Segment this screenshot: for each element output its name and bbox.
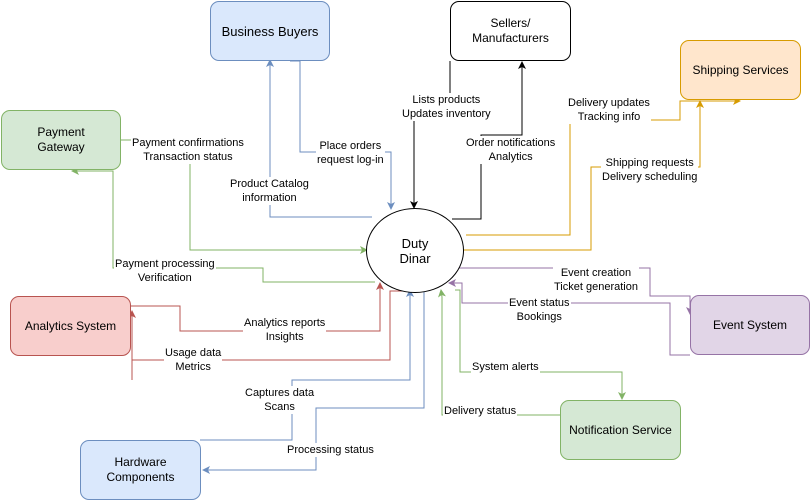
label-payment-confirmations: Payment confirmations Transaction status (131, 136, 245, 164)
edge-lists-products (410, 61, 451, 209)
edge-captures-data (200, 289, 414, 441)
label-lists-products: Lists products Updates inventory (401, 93, 492, 121)
label-analytics-reports: Analytics reports Insights (243, 316, 327, 344)
hardware-components-node[interactable]: Hardware Components (80, 440, 201, 500)
label-event-creation: Event creation Ticket generation (553, 266, 639, 294)
edge-processing-status (202, 291, 425, 474)
label-system-alerts: System alerts (471, 360, 540, 374)
label-delivery-updates: Delivery updates Tracking info (567, 96, 651, 124)
edge-analytics-reports (131, 282, 384, 332)
event-system-node[interactable]: Event System (690, 295, 810, 355)
edge-place-orders (290, 60, 395, 210)
label-order-notifications: Order notifications Analytics (465, 136, 557, 164)
edge-order-notifications (452, 61, 526, 220)
business-buyers-node[interactable]: Business Buyers (210, 1, 330, 61)
label-product-catalog: Product Catalog information (229, 177, 310, 205)
label-payment-processing: Payment processing Verification (114, 257, 216, 285)
label-event-status: Event status Bookings (508, 296, 571, 324)
label-usage-data: Usage data Metrics (164, 346, 223, 374)
label-captures-data: Captures data Scans (244, 386, 316, 414)
shipping-services-node[interactable]: Shipping Services (680, 40, 801, 100)
label-place-orders: Place orders request log-in (316, 139, 385, 167)
duty-dinar-center-node[interactable]: Duty Dinar (366, 208, 464, 293)
edge-shipping-requests (461, 100, 704, 251)
label-shipping-requests: Shipping requests Delivery scheduling (601, 156, 699, 184)
analytics-system-node[interactable]: Analytics System (10, 296, 131, 356)
notification-service-node[interactable]: Notification Service (560, 400, 681, 460)
sellers-manufacturers-node[interactable]: Sellers/ Manufacturers (450, 1, 571, 61)
payment-gateway-node[interactable]: Payment Gateway (1, 110, 121, 170)
edge-usage-data (128, 290, 407, 380)
edge-system-alerts (455, 289, 626, 400)
label-processing-status: Processing status (286, 443, 375, 457)
edge-product-catalog (266, 59, 372, 218)
label-delivery-status: Delivery status (443, 404, 518, 418)
